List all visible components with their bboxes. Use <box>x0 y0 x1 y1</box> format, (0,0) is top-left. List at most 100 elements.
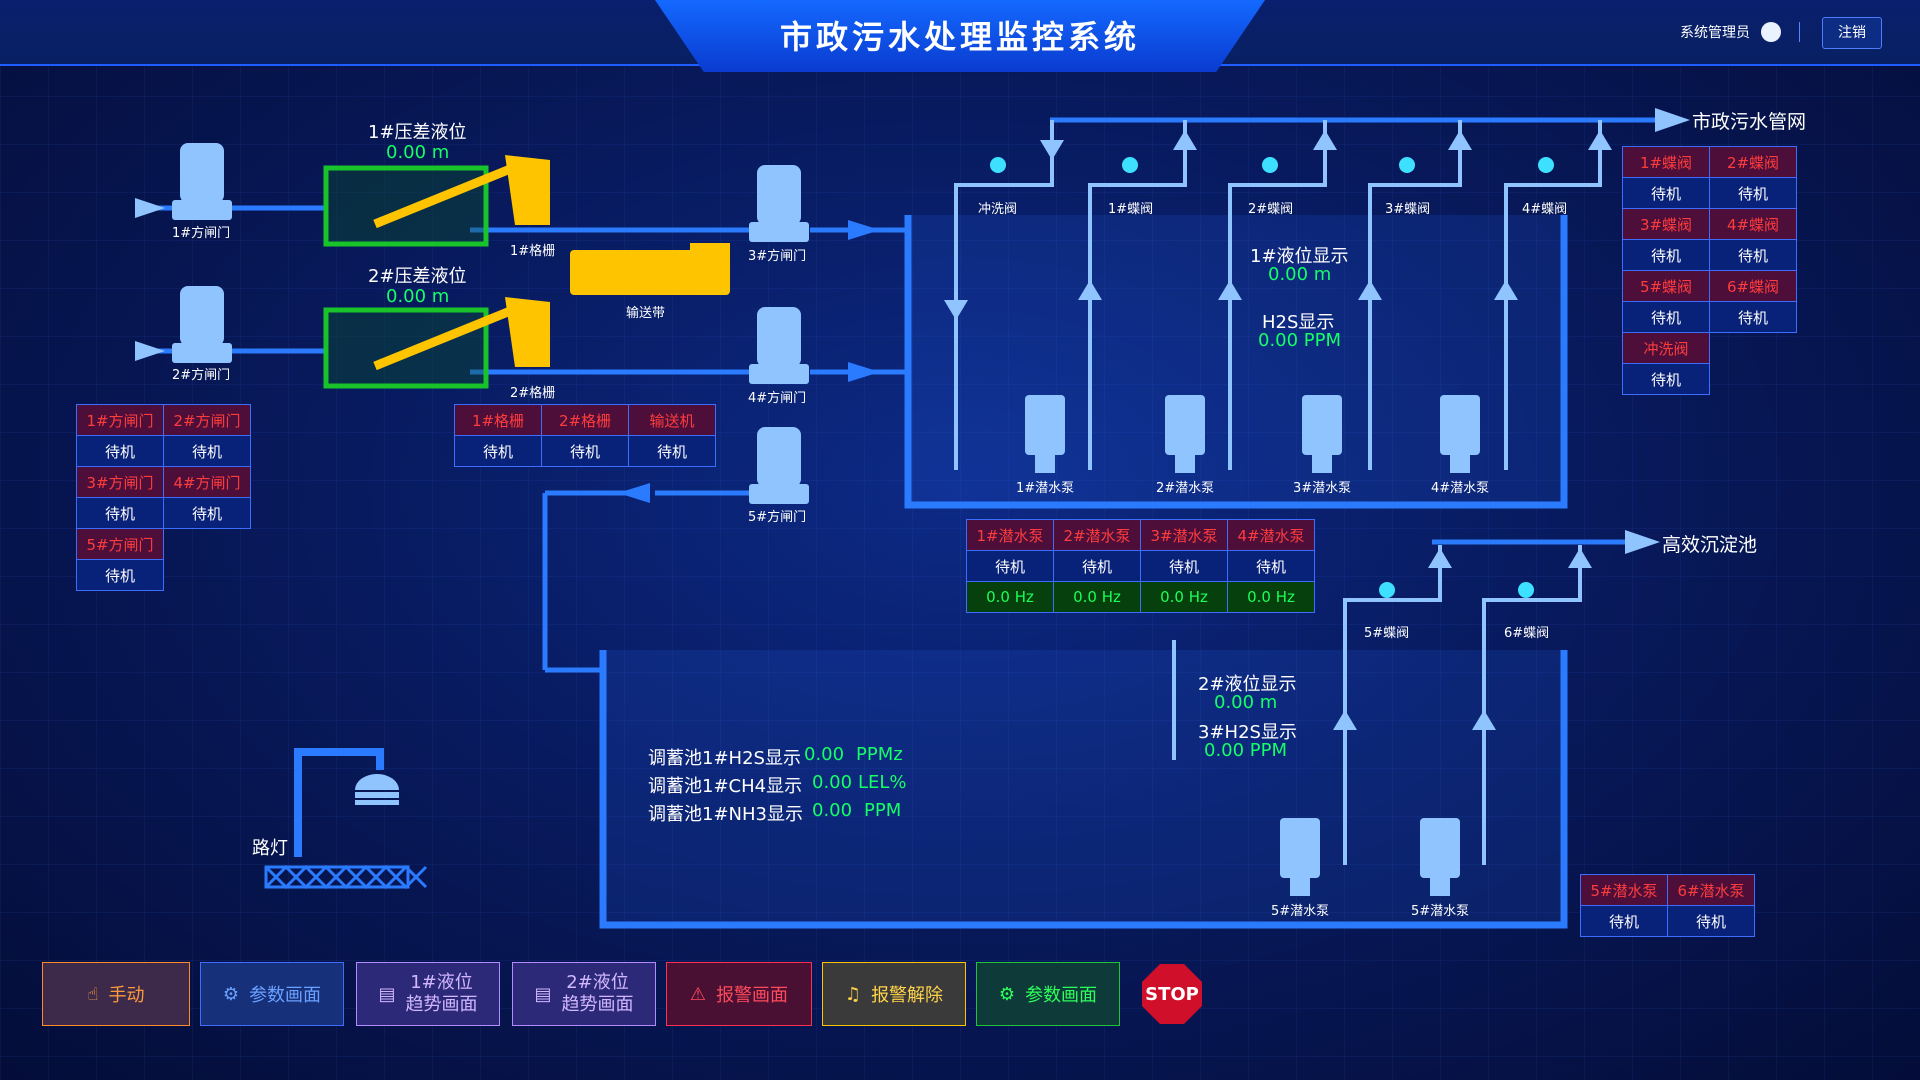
status-cell: 待机 <box>1053 550 1141 582</box>
table-header: 1#方闸门 <box>76 404 164 436</box>
table-header: 2#格栅 <box>541 404 629 436</box>
table-header: 6#潜水泵 <box>1667 874 1755 906</box>
level1-trend-line2: 趋势画面 <box>405 994 478 1015</box>
pool-nh3-unit: PPM <box>864 800 902 821</box>
pump5b-label: 5#潜水泵 <box>1411 904 1470 919</box>
page-title: 市政污水处理监控系统 <box>779 18 1140 56</box>
status-cell: 待机 <box>1709 177 1797 209</box>
status-cell: 待机 <box>163 435 251 467</box>
bv2-label: 2#蝶阀 <box>1248 202 1294 217</box>
pool-h2s-label: 调蓄池1#H2S显示 <box>648 748 801 769</box>
streetlamp-label: 路灯 <box>252 838 288 859</box>
dest-sediment-label: 高效沉淀池 <box>1662 534 1758 556</box>
bv4-label: 4#蝶阀 <box>1522 202 1568 217</box>
frequency-cell: 0.0 Hz <box>1053 581 1141 613</box>
table-header: 1#蝶阀 <box>1622 146 1710 178</box>
hand-icon: ☝ <box>87 983 99 1005</box>
logout-button[interactable]: 注销 <box>1822 17 1882 49</box>
h2s-title: H2S显示 <box>1262 312 1335 333</box>
level2-value: 0.00 m <box>1214 692 1278 713</box>
dest-sewer-label: 市政污水管网 <box>1692 111 1807 133</box>
sliders-icon: ⚙ <box>998 983 1016 1005</box>
alarm-screen-button[interactable]: ⚠ 报警画面 <box>666 962 812 1026</box>
status-cell: 待机 <box>1622 177 1710 209</box>
user-name: 系统管理员 <box>1680 25 1750 41</box>
table-header: 3#方闸门 <box>76 466 164 498</box>
wash-valve-label: 冲洗阀 <box>978 202 1018 217</box>
sliders-icon: ⚙ <box>222 983 240 1005</box>
table-header: 2#方闸门 <box>163 404 251 436</box>
header-divider <box>1799 22 1800 42</box>
level1-title: 1#液位显示 <box>1250 246 1349 267</box>
table-header: 2#蝶阀 <box>1709 146 1797 178</box>
stop-button[interactable]: STOP <box>1142 964 1202 1024</box>
pool-h2s-value: 0.00 <box>804 744 845 765</box>
level2-trend-line2: 趋势画面 <box>561 994 634 1015</box>
level2-trend-button[interactable]: ▤ 2#液位 趋势画面 <box>512 962 656 1026</box>
status-cell: 待机 <box>454 435 542 467</box>
pd1-value: 0.00 m <box>386 142 450 163</box>
params-label-2: 参数画面 <box>1025 985 1098 1006</box>
manual-button[interactable]: ☝ 手动 <box>42 962 190 1026</box>
table-header: 输送机 <box>628 404 716 436</box>
pool-nh3-value: 0.00 <box>812 800 853 821</box>
bv1-label: 1#蝶阀 <box>1108 202 1154 217</box>
table-header: 4#潜水泵 <box>1227 519 1315 551</box>
bv3-label: 3#蝶阀 <box>1385 202 1431 217</box>
conveyor-label: 输送带 <box>626 306 666 321</box>
level1-trend-button[interactable]: ▤ 1#液位 趋势画面 <box>356 962 500 1026</box>
table-header: 1#潜水泵 <box>966 519 1054 551</box>
table-header: 4#蝶阀 <box>1709 208 1797 240</box>
table-header: 2#潜水泵 <box>1053 519 1141 551</box>
h2s3-title: 3#H2S显示 <box>1198 722 1297 743</box>
pump5a-label: 5#潜水泵 <box>1271 904 1330 919</box>
table-header: 6#蝶阀 <box>1709 270 1797 302</box>
status-cell: 待机 <box>541 435 629 467</box>
pool-ch4-label: 调蓄池1#CH4显示 <box>648 776 803 797</box>
alarm-icon: ⚠ <box>689 983 707 1005</box>
gate1-label: 1#方闸门 <box>172 226 231 241</box>
status-cell: 待机 <box>966 550 1054 582</box>
params-label-1: 参数画面 <box>249 985 322 1006</box>
trend-icon: ▤ <box>534 983 552 1005</box>
params-button-1[interactable]: ⚙ 参数画面 <box>200 962 344 1026</box>
table-header: 4#方闸门 <box>163 466 251 498</box>
bell-icon: ♫ <box>844 983 862 1005</box>
status-cell: 待机 <box>1709 239 1797 271</box>
status-cell: 待机 <box>1709 301 1797 333</box>
pump3-label: 3#潜水泵 <box>1293 481 1352 496</box>
status-cell: 待机 <box>1140 550 1228 582</box>
table-header: 5#蝶阀 <box>1622 270 1710 302</box>
gate2-label: 2#方闸门 <box>172 368 231 383</box>
pd2-value: 0.00 m <box>386 286 450 307</box>
alarm-label: 报警画面 <box>716 985 789 1006</box>
pool-ch4-value: 0.00 <box>812 772 853 793</box>
alarm-clear-button[interactable]: ♫报警解除 <box>822 962 966 1026</box>
table-header: 1#格栅 <box>454 404 542 436</box>
status-cell: 待机 <box>1622 363 1710 395</box>
user-avatar-icon[interactable] <box>1761 22 1781 42</box>
pump2-label: 2#潜水泵 <box>1156 481 1215 496</box>
pd2-title: 2#压差液位 <box>368 266 467 287</box>
h2s-value: 0.00 PPM <box>1258 330 1342 351</box>
status-cell: 待机 <box>76 559 164 591</box>
status-cell: 待机 <box>1227 550 1315 582</box>
level1-trend-line1: 1#液位 <box>410 972 473 993</box>
status-cell: 待机 <box>1580 905 1668 937</box>
status-cell: 待机 <box>1622 301 1710 333</box>
trend-icon: ▤ <box>378 983 396 1005</box>
pump1-label: 1#潜水泵 <box>1016 481 1075 496</box>
status-cell: 待机 <box>163 497 251 529</box>
level2-title: 2#液位显示 <box>1198 674 1297 695</box>
status-cell: 待机 <box>76 497 164 529</box>
params-button-2[interactable]: ⚙ 参数画面 <box>976 962 1120 1026</box>
manual-label: 手动 <box>108 985 145 1006</box>
gate5-label: 5#方闸门 <box>748 510 807 525</box>
status-cell: 待机 <box>628 435 716 467</box>
gate3-label: 3#方闸门 <box>748 249 807 264</box>
